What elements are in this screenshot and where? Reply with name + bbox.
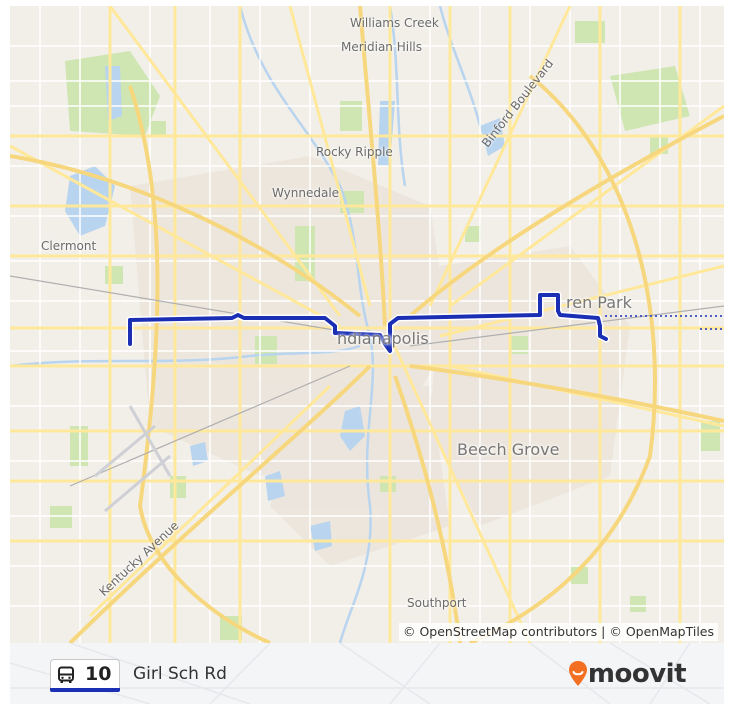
route-badge[interactable]: 10: [50, 659, 120, 689]
map-attribution[interactable]: © OpenStreetMap contributors | © OpenMap…: [398, 623, 718, 641]
moovit-wordmark: moovit: [587, 659, 687, 689]
route-number: 10: [85, 663, 112, 685]
place-label: Williams Creek: [350, 16, 439, 30]
place-label: Beech Grove: [457, 440, 560, 459]
place-label: ren Park: [566, 293, 632, 312]
place-label: Southport: [407, 596, 467, 610]
bus-icon: [58, 666, 74, 683]
place-label: ndianapolis: [337, 329, 429, 348]
route-color-bar: [50, 688, 120, 692]
route-footer: 10 Girl Sch Rd moovit: [10, 643, 724, 704]
map-canvas: [10, 6, 724, 643]
moovit-pin-icon: [568, 661, 587, 686]
route-map[interactable]: Williams Creek Meridian Hills Binford Bo…: [10, 6, 724, 643]
route-destination: Girl Sch Rd: [133, 664, 227, 684]
place-label: Meridian Hills: [341, 40, 423, 54]
place-label: Clermont: [41, 239, 97, 253]
moovit-logo[interactable]: moovit: [568, 659, 687, 689]
place-label: Rocky Ripple: [316, 145, 393, 159]
place-label: Wynnedale: [272, 186, 340, 200]
